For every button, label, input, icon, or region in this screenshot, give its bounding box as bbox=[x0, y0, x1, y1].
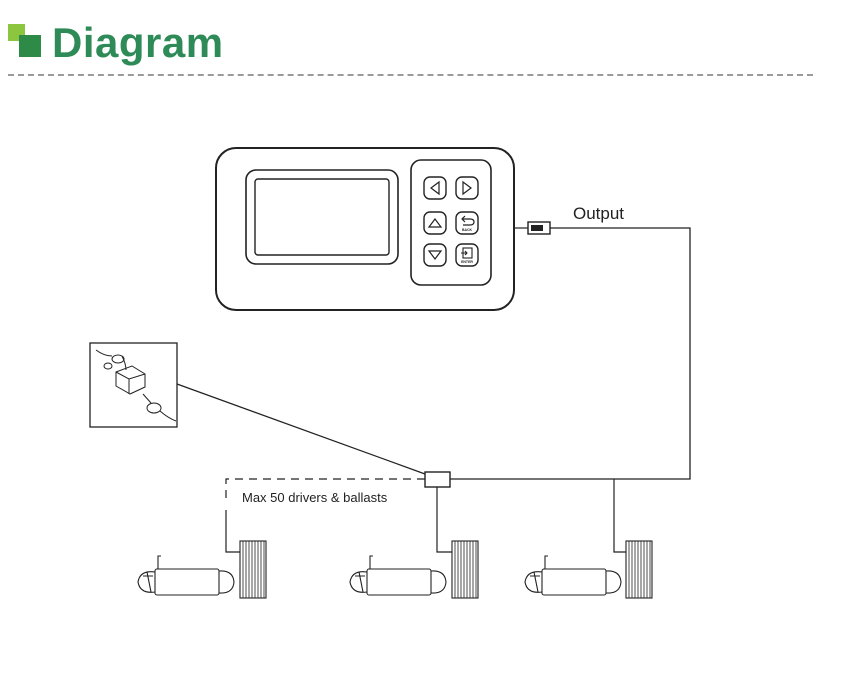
arrow-up-icon bbox=[427, 218, 443, 228]
dark-square bbox=[19, 35, 41, 57]
keypad: BACK ENTER bbox=[410, 159, 492, 286]
output-label: Output bbox=[573, 204, 624, 223]
dashed-bus bbox=[225, 478, 425, 500]
enter-text: ENTER bbox=[461, 260, 473, 264]
luminaire-1 bbox=[137, 540, 267, 599]
squares-logo-icon bbox=[8, 24, 42, 58]
page-title: Diagram bbox=[52, 19, 224, 66]
right-button[interactable] bbox=[455, 176, 479, 200]
output-wire bbox=[450, 227, 691, 480]
luminaire-2 bbox=[349, 540, 479, 599]
enter-button[interactable]: ENTER bbox=[455, 243, 479, 267]
page-header: Diagram bbox=[0, 0, 842, 90]
arrow-right-icon bbox=[462, 180, 472, 196]
luminaire-1-wire bbox=[225, 510, 240, 553]
sensor-wire bbox=[176, 383, 426, 475]
bus-label: Max 50 drivers & ballasts bbox=[242, 490, 388, 505]
back-icon bbox=[462, 218, 475, 226]
back-text: BACK bbox=[462, 228, 473, 232]
left-button[interactable] bbox=[423, 176, 447, 200]
luminaire-3-wire bbox=[613, 479, 626, 553]
sensor-connector-icon bbox=[95, 349, 177, 422]
junction-box bbox=[424, 471, 451, 488]
luminaire-2-wire bbox=[436, 487, 452, 553]
up-button[interactable] bbox=[423, 211, 447, 235]
back-button[interactable]: BACK bbox=[455, 211, 479, 235]
arrow-down-icon bbox=[427, 250, 443, 260]
down-button[interactable] bbox=[423, 243, 447, 267]
controller-panel: BACK ENTER bbox=[215, 147, 515, 311]
dashed-divider bbox=[8, 74, 813, 76]
display-screen bbox=[245, 169, 399, 265]
sensor-inset bbox=[89, 342, 178, 428]
arrow-left-icon bbox=[430, 180, 440, 196]
luminaire-3 bbox=[524, 540, 653, 599]
output-connector bbox=[514, 221, 551, 235]
